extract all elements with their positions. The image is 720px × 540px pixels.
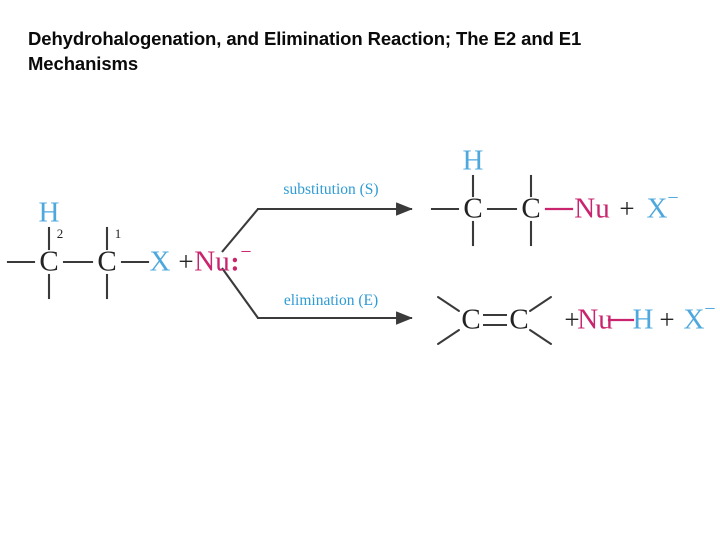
conjugate-acid-nucleophile-label: Nu — [577, 303, 613, 336]
substitution-product-hydrogen-label: H — [462, 144, 484, 177]
elimination-byproduct-negative-charge: − — [704, 298, 716, 320]
alkene-double-bond — [483, 313, 507, 327]
carbon-2-number: 2 — [56, 226, 64, 241]
substitution-product-nucleophile-label: Nu — [574, 192, 610, 225]
nucleophile-lone-pair: : — [230, 246, 240, 277]
elimination-byproduct-x-label: X — [683, 303, 705, 336]
carbon-1-number: 1 — [114, 226, 122, 241]
nucleophile-label: Nu — [194, 245, 230, 278]
nucleophile-negative-charge: − — [240, 241, 252, 263]
leaving-group-x-label: X — [149, 245, 171, 278]
substitution-product-bonds — [430, 174, 533, 247]
substitution-pathway-label: substitution (S) — [283, 181, 379, 198]
reactant-hydrogen-label: H — [38, 196, 60, 229]
reactant-plus-sign: + — [178, 246, 194, 277]
page-title: Dehydrohalogenation, and Elimination Rea… — [28, 28, 582, 74]
substitution-product-plus-sign: + — [619, 193, 635, 224]
substitution-product-carbon-2-label: C — [463, 192, 483, 225]
alkene-carbon-right-label: C — [509, 303, 529, 336]
elimination-plus-sign-2: + — [659, 304, 675, 335]
reactant-carbon-1-label: C — [97, 245, 117, 278]
substitution-byproduct-negative-charge: − — [667, 187, 679, 209]
branch-arrows — [221, 202, 413, 325]
alkene-carbon-left-label: C — [461, 303, 481, 336]
reactant-substrate-bonds — [6, 226, 150, 300]
elimination-plus-sign-1: + — [564, 304, 580, 335]
reactant-carbon-2-label: C — [39, 245, 59, 278]
conjugate-acid-hydrogen-label: H — [632, 303, 654, 336]
substitution-product-carbon-1-label: C — [521, 192, 541, 225]
elimination-pathway-label: elimination (E) — [283, 292, 379, 309]
alkene-skeleton-bonds — [437, 296, 552, 345]
substitution-byproduct-x-label: X — [646, 192, 668, 225]
